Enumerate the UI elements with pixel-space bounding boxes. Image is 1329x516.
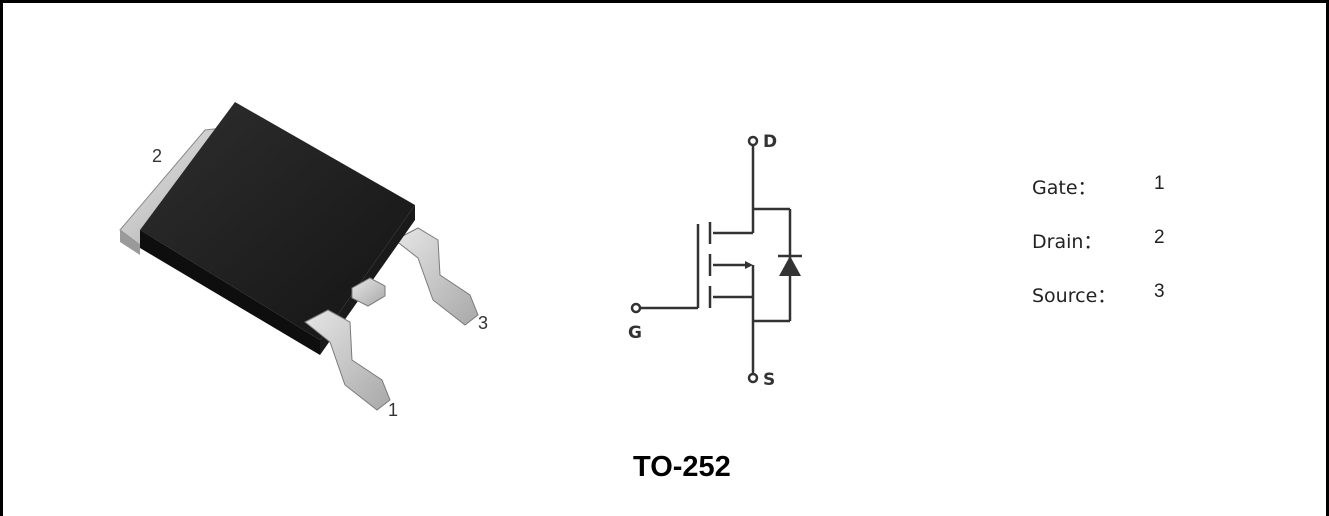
pin-number: 3	[1154, 281, 1165, 302]
body-diode	[779, 256, 801, 276]
package-lead-left	[304, 309, 391, 411]
pin-name: Source：	[1032, 285, 1117, 307]
package-caption: TO-252	[633, 451, 731, 483]
right-lead-pin-label: 3	[478, 313, 488, 333]
body-arrow	[745, 261, 753, 269]
source-label: S	[763, 370, 775, 390]
source-terminal	[747, 372, 759, 384]
drain-terminal	[747, 135, 759, 147]
pin-name: Drain：	[1032, 231, 1103, 253]
left-lead-pin-label: 1	[388, 400, 398, 420]
pin-name: Gate：	[1032, 177, 1097, 199]
pin-number: 1	[1154, 173, 1165, 194]
mosfet-schematic-symbol: D G S	[628, 132, 802, 390]
gate-label: G	[628, 323, 642, 343]
package-body	[140, 102, 415, 355]
pin-number: 2	[1154, 227, 1165, 248]
tab-pin-label: 2	[152, 146, 162, 166]
gate-terminal	[630, 302, 642, 314]
drain-label: D	[763, 132, 777, 152]
package-lead-right	[394, 227, 479, 326]
package-center-stub	[351, 277, 386, 307]
to252-package-illustration: 2 3 1	[119, 102, 488, 420]
